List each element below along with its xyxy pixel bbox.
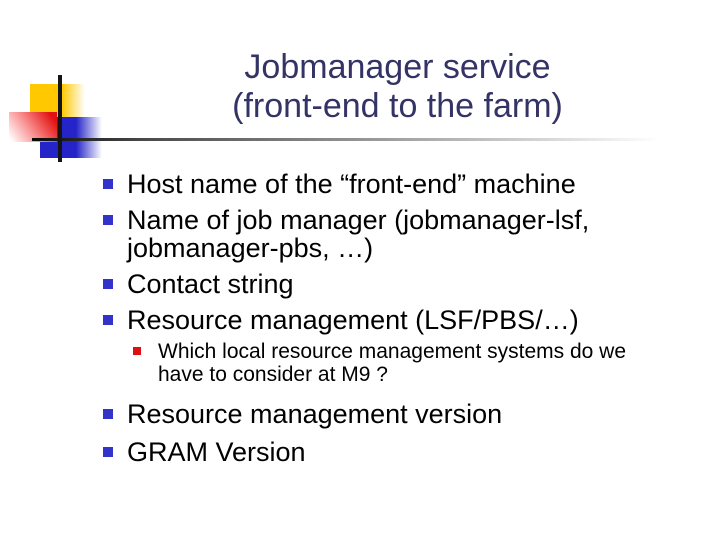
list-item-text: Resource management version	[127, 399, 503, 429]
list-item: Resource management version	[103, 400, 657, 428]
bullet-square-icon	[103, 315, 113, 325]
list-item: Name of job manager (jobmanager-lsf, job…	[103, 206, 657, 262]
slide-title: Jobmanager service (front-end to the far…	[75, 48, 720, 126]
list-item: Resource management (LSF/PBS/…)	[103, 306, 657, 334]
list-item-text: Host name of the “front-end” machine	[127, 169, 576, 199]
decoration-vertical-line	[58, 75, 62, 162]
list-item: Contact string	[103, 270, 657, 298]
bullet-square-icon	[103, 279, 113, 289]
list-item-text: Which local resource management systems …	[158, 340, 627, 386]
slide-title-line-1: Jobmanager service	[244, 48, 551, 86]
list-item-text: Name of job manager (jobmanager-lsf, job…	[127, 205, 590, 263]
list-item-text: GRAM Version	[127, 437, 306, 467]
sub-list-item: Which local resource management systems …	[133, 340, 663, 386]
list-item: Host name of the “front-end” machine	[103, 170, 657, 198]
bullet-square-icon	[103, 447, 113, 457]
slide-title-line-2: (front-end to the farm)	[232, 87, 563, 125]
bullet-list: Host name of the “front-end” machine Nam…	[103, 170, 678, 466]
list-item-text: Resource management (LSF/PBS/…)	[127, 305, 579, 335]
sub-bullet-square-icon	[133, 347, 141, 355]
list-item: GRAM Version	[103, 438, 657, 466]
decoration-red-square	[9, 112, 57, 142]
bullet-square-icon	[103, 409, 113, 419]
list-item-text: Contact string	[127, 269, 294, 299]
decoration-yellow-square	[30, 84, 85, 117]
bullet-square-icon	[103, 179, 113, 189]
decoration-horizontal-rule	[32, 138, 660, 141]
bullet-square-icon	[103, 215, 113, 225]
